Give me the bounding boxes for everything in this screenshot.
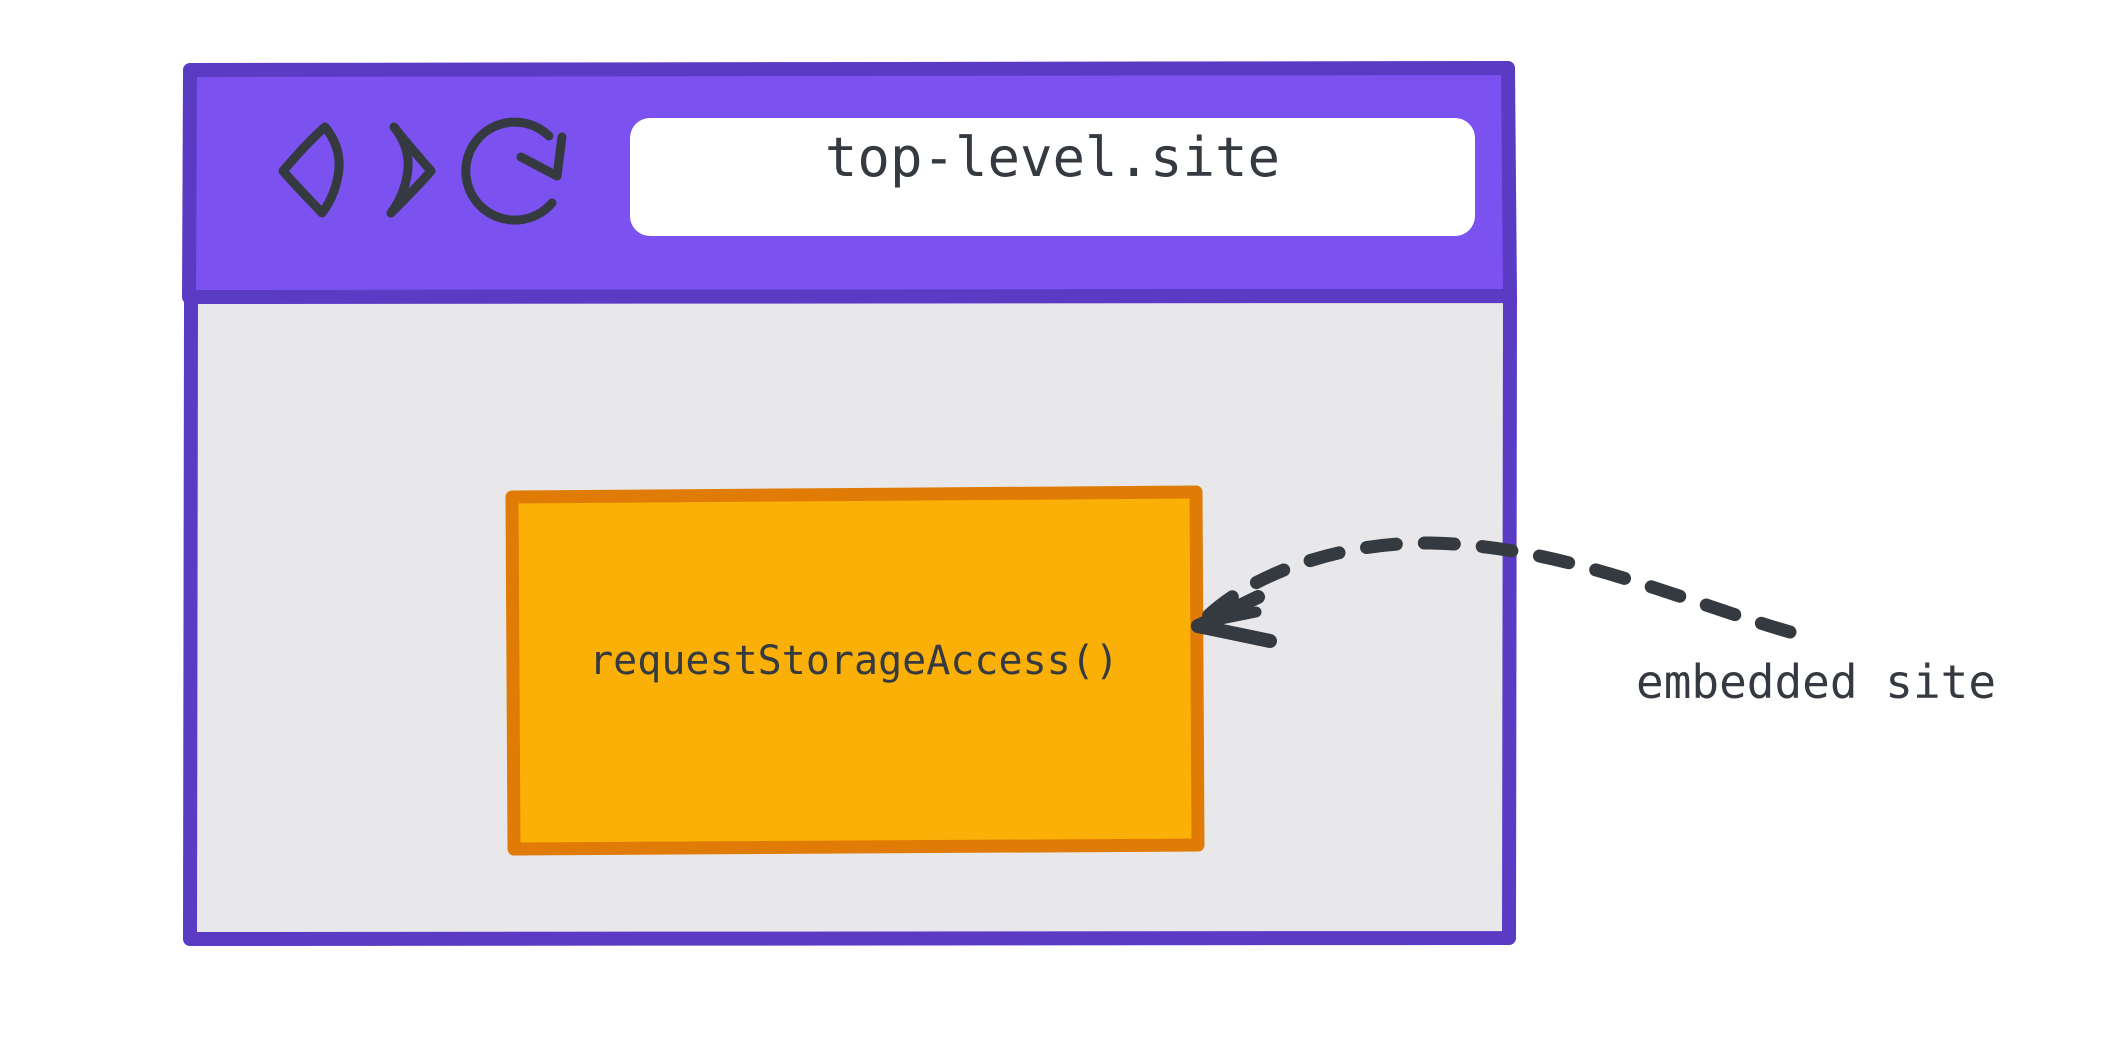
triangle-right-icon: [386, 122, 436, 218]
reload-button[interactable]: [461, 117, 567, 225]
address-bar-background: [630, 118, 1475, 236]
embedded-frame-label: requestStorageAccess(): [589, 638, 1119, 684]
arrowhead-inner-stroke: [1210, 606, 1262, 626]
arrowhead-lower-barb: [1191, 619, 1277, 648]
triangle-left-icon: [278, 122, 344, 218]
back-button[interactable]: [278, 122, 344, 218]
dashed-connector-line: [1193, 536, 1797, 639]
annotation-label: embedded site: [1636, 655, 1997, 709]
reload-circle-icon: [461, 117, 557, 225]
forward-button[interactable]: [386, 122, 436, 218]
address-bar-text: top-level.site: [824, 126, 1281, 189]
embedded-frame-fill: [505, 485, 1205, 856]
reload-arrowhead-icon: [516, 132, 567, 181]
address-bar[interactable]: [630, 118, 1475, 236]
annotation-connector: [1191, 536, 1797, 648]
browser-window: [182, 61, 1517, 946]
embedded-frame[interactable]: [505, 485, 1205, 856]
